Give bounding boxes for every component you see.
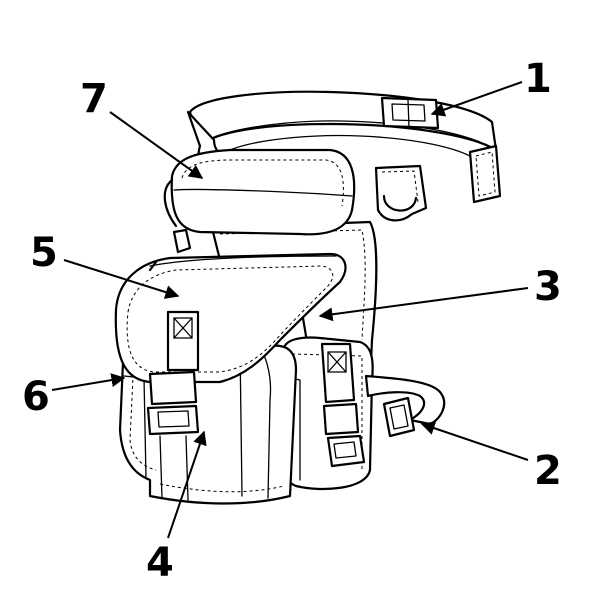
leader-3	[318, 287, 529, 322]
callout-labels: 1 2 3 4 5 6 7	[22, 56, 562, 586]
callout-2: 2	[534, 448, 562, 494]
leader-1	[430, 81, 523, 117]
callout-1: 1	[524, 56, 552, 102]
leader-4	[167, 430, 207, 539]
leader-lines	[51, 81, 529, 539]
callout-6: 6	[22, 374, 50, 420]
leader-2	[420, 421, 529, 461]
callout-5: 5	[30, 230, 58, 276]
leader-5	[63, 259, 180, 299]
side-pocket	[280, 336, 374, 491]
leg-strap	[364, 374, 446, 438]
callout-3: 3	[534, 264, 562, 310]
callout-7: 7	[80, 76, 108, 122]
leader-7	[109, 111, 204, 179]
leader-6	[51, 373, 126, 391]
callout-4: 4	[146, 540, 174, 586]
top-pouch	[163, 148, 356, 254]
